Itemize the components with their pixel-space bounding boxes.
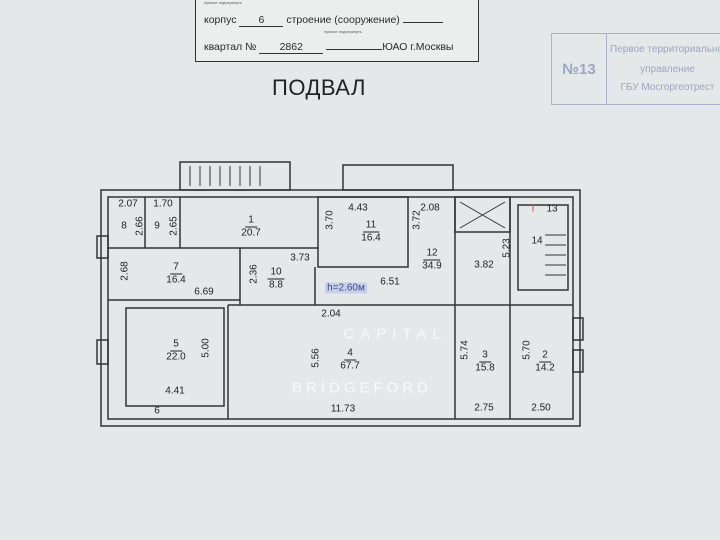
stamp-line: управление — [640, 64, 695, 75]
room-number: 2 — [539, 350, 551, 363]
dimension: 3.82 — [474, 259, 494, 271]
dimension: 3.70 — [324, 210, 336, 230]
dimension: 6.69 — [194, 286, 214, 298]
dimension: 2.08 — [420, 202, 440, 214]
watermark: CAPITAL — [343, 325, 447, 343]
kvartal-label: квартал № — [204, 41, 257, 53]
room-area: 8.8 — [269, 279, 283, 291]
watermark: BRIDGEFORD — [291, 379, 433, 397]
dimension: 5.70 — [521, 340, 533, 360]
dimension: 2.65 — [168, 216, 180, 236]
kvartal-value: 2862 — [259, 41, 324, 54]
stamp-line: ГБУ Мосгоргеотрест — [620, 82, 715, 93]
room-area: 67.7 — [340, 360, 360, 372]
dimension: 4.43 — [348, 202, 368, 214]
ceiling-height: h=2.60м — [325, 282, 367, 294]
room-area: 34.9 — [422, 260, 442, 272]
dimension: 3.73 — [290, 252, 310, 264]
korpus-line: корпус 6 строение (сооружение) — [204, 14, 443, 27]
dimension: 5.00 — [200, 338, 212, 358]
dimension: 5.23 — [501, 238, 513, 258]
blank-line — [326, 49, 383, 50]
dimension: 6 — [154, 405, 160, 417]
room-area: 16.4 — [166, 274, 186, 286]
dimension: 11.73 — [330, 403, 356, 415]
district: ЮАО г.Москвы — [382, 41, 454, 53]
room-number: 3 — [479, 350, 491, 363]
room-area: 14.2 — [535, 362, 555, 374]
room-number: 1 — [245, 215, 257, 228]
room-number: 4 — [344, 348, 356, 361]
dimension: 4.41 — [165, 385, 185, 397]
room-8-number: 8 — [121, 220, 127, 232]
korpus-label: корпус — [204, 14, 237, 26]
room-13-number: 13 — [546, 203, 558, 215]
dimension: 5.74 — [459, 340, 471, 360]
room-14-number: 14 — [531, 235, 543, 247]
blank-line — [402, 22, 443, 23]
hint: нужное подчеркнуть — [204, 0, 242, 5]
room-number: 5 — [170, 339, 182, 352]
stamp: №13 Первое территориальное управление ГБ… — [551, 33, 720, 105]
room-number: 11 — [362, 220, 380, 233]
korpus-value: 6 — [239, 14, 284, 27]
header-form: нужное подчеркнуть корпус 6 строение (со… — [195, 0, 479, 62]
dimension: 1.70 — [153, 198, 173, 210]
dimension: 2.36 — [248, 264, 260, 284]
dimension: 5.56 — [310, 348, 322, 368]
dimension: 2.50 — [531, 402, 551, 414]
stamp-line: Первое территориальное — [610, 44, 720, 55]
room-number: 7 — [170, 262, 182, 275]
dimension: 2.66 — [134, 216, 146, 236]
hint: нужное подчеркнуть — [324, 29, 362, 34]
room-number: 10 — [267, 267, 285, 280]
page-title: ПОДВАЛ — [272, 75, 366, 100]
room-area: 20.7 — [241, 227, 261, 239]
stamp-number: №13 — [552, 34, 607, 104]
room-9-number: 9 — [154, 220, 160, 232]
stroenie-label: строение (сооружение) — [286, 14, 400, 26]
dimension: 2.68 — [119, 261, 131, 281]
stair-mark: I — [531, 203, 535, 215]
room-area: 22.0 — [166, 351, 186, 363]
dimension: 2.07 — [118, 198, 138, 210]
room-area: 15.8 — [475, 362, 495, 374]
dimension: 2.04 — [321, 308, 341, 320]
kvartal-line: квартал № 2862 ЮАО г.Москвы — [204, 41, 453, 54]
dimension: 6.51 — [380, 276, 400, 288]
room-area: 16.4 — [361, 232, 381, 244]
dimension: 2.75 — [474, 402, 494, 414]
room-number: 12 — [423, 248, 441, 261]
